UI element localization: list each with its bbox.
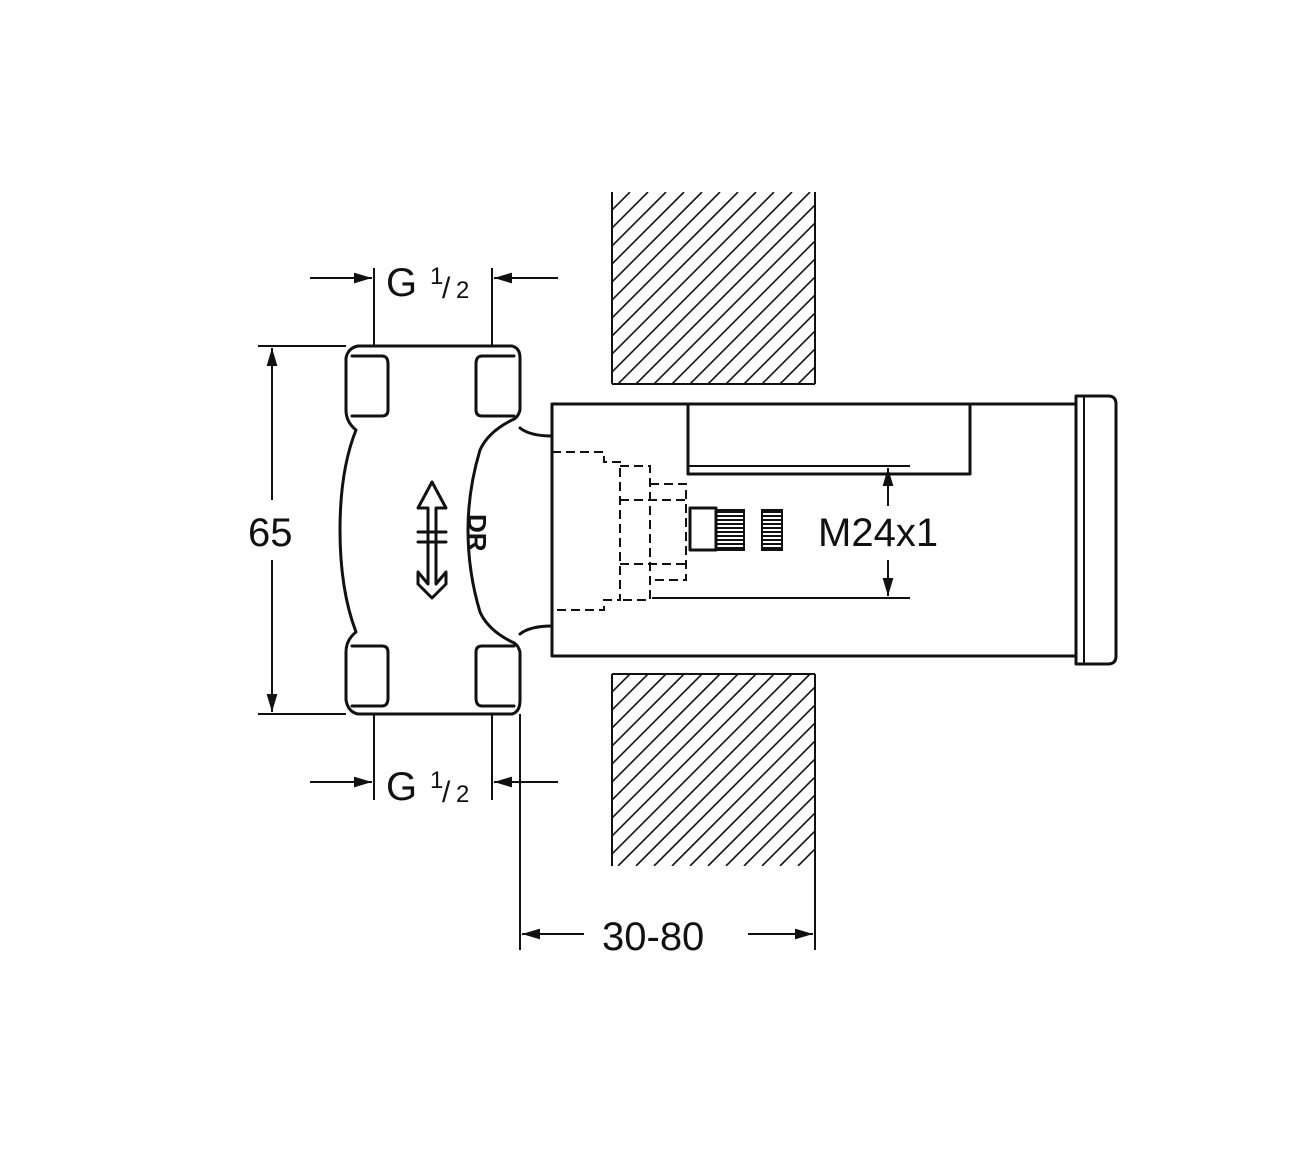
hatch-line [653,221,815,384]
hatch-line [725,293,815,384]
hatch-line [870,674,1062,866]
hatch-line [888,192,1080,384]
hatch-line [612,192,739,320]
cartridge-housing [550,394,1118,666]
dim-height [258,345,346,715]
hatch-line [761,811,815,866]
hatch-line [779,347,815,384]
hatch-line [978,192,1170,384]
hatch-line [942,192,1134,384]
hatch-line [761,329,815,384]
top-thread-den: 2 [456,277,469,304]
hatch-line [870,192,1062,384]
hatch-line [612,192,667,248]
hatch-line [617,192,811,384]
hatch-line [653,703,815,866]
top-thread-main: G [386,261,417,305]
hatch-line [816,192,1008,384]
hatch-line [689,739,815,866]
hatch-line [996,192,1188,384]
valve-body [338,344,554,716]
hatch-line [612,674,667,730]
hatch-line [942,674,1134,866]
hatch-line [612,674,703,766]
bottom-thread-main: G [386,765,417,809]
wall-lower [611,673,1188,866]
hatch-line [924,192,1116,384]
hatch-line [924,674,1116,866]
flow-arrow-icon [416,480,448,600]
inner-thread-label: M24x1 [818,511,938,555]
height-label: 65 [248,511,293,555]
hatch-line [797,847,815,866]
hatch-line [612,674,649,712]
hatch-line [743,311,815,384]
hatch-line [671,721,815,866]
hatch-line [725,775,815,866]
hatch-line [612,674,685,748]
hatch-line [779,829,815,866]
dim-wall-depth [519,714,816,950]
wall-upper [611,192,1188,385]
hatch-line [612,674,721,784]
hatch-line [612,192,685,266]
hatch-line [612,192,703,284]
hatch-line [834,674,1026,866]
body-marking: DR [462,514,492,552]
dim-top-thread [310,268,558,346]
wall-depth-label: 30-80 [602,915,704,959]
hatch-line [617,674,811,866]
hatch-line [612,192,721,302]
hatch-line [707,275,815,384]
hidden-internals [552,451,687,611]
hatch-line [671,239,815,384]
hatch-line [612,192,757,338]
hatch-line [797,365,815,384]
hatch-line [996,674,1188,866]
hatch-line [612,674,775,838]
hatch-line [612,192,775,356]
hatch-line [960,674,1152,866]
hatch-line [888,674,1080,866]
hatch-line [689,257,815,384]
hatch-line [852,192,1044,384]
hatch-line [978,674,1170,866]
hatch-line [906,674,1098,866]
hatch-line [852,674,1044,866]
hatch-line [635,685,815,866]
hatch-line [906,192,1098,384]
top-thread-num: 1 [430,263,443,290]
hatch-line [635,203,815,384]
hatch-line [834,192,1026,384]
hatch-line [612,674,793,856]
dim-bottom-thread [310,714,558,800]
hatch-line [816,674,1008,866]
hatch-line [743,793,815,866]
hatch-line [960,192,1152,384]
top-thread-slash: / [442,272,451,305]
hatch-line [612,674,631,694]
hatch-line [612,192,793,374]
hatch-line [612,674,739,802]
hatch-line [612,674,613,676]
hatch-line [707,757,815,866]
hatch-line [612,674,757,820]
bottom-thread-den: 2 [456,781,469,808]
spindle [688,506,783,552]
bottom-thread-slash: / [442,776,451,809]
hatch-line [612,192,649,230]
bottom-thread-num: 1 [430,767,443,794]
